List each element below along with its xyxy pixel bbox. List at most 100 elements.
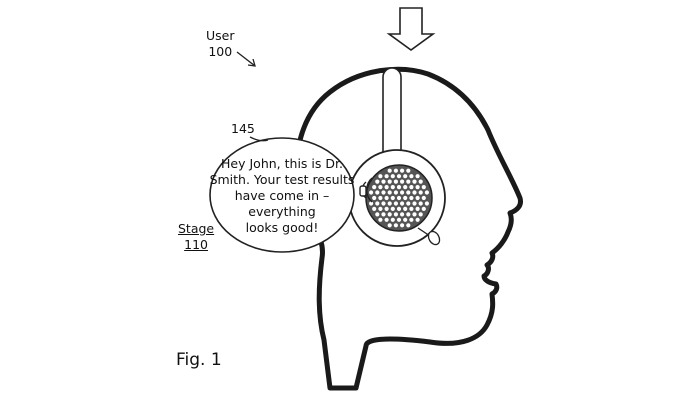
grille-hole [384,185,389,190]
bubble-line: looks good! [245,220,319,235]
grille-hole [378,217,383,222]
grille-hole [396,185,402,190]
grille-hole [409,185,414,190]
grille-hole [412,190,417,195]
grille-hole [378,195,383,201]
grille-hole [375,201,380,206]
grille-hole [396,195,402,201]
grille-hole [412,212,417,217]
grille-hole [415,174,420,179]
grille-hole [415,185,420,190]
grille-hole [406,212,411,217]
grille-hole [418,179,423,184]
grille-hole [403,206,408,211]
grille-hole [375,179,380,184]
grille-hole [400,168,405,173]
grille-hole [381,201,386,206]
grille-hole [375,212,380,217]
sound-wave-icon [359,177,373,203]
grille-hole [424,201,429,206]
grille-hole [378,185,383,190]
bubble-line: everything [248,204,316,219]
grille-hole [378,206,383,211]
grille-hole [393,201,398,206]
grille-hole [400,223,405,228]
grille-hole [381,212,386,217]
grille-hole [406,179,411,184]
grille-hole [387,212,392,217]
grille-hole [424,190,429,195]
grille-hole [421,185,426,190]
down-arrow-icon [386,7,436,51]
grille-hole [409,195,414,201]
bubble-line: Hey John, this is Dr. [221,156,343,171]
grille-hole [381,190,386,195]
grille-hole [406,201,411,206]
grille-hole [412,201,417,206]
bubble-line: have come in – [234,188,330,203]
grille-hole [387,201,392,206]
grille-hole [418,190,423,195]
grille-hole [418,201,423,206]
bubble-reference-number: 145 [231,121,255,136]
bubble-pointer-line [249,136,269,142]
grille-hole [393,168,398,173]
grille-hole [409,217,414,222]
grille-holes [369,168,429,228]
speech-bubble [209,137,355,253]
microphone-icon [417,227,441,246]
grille-hole [387,190,392,195]
user-reference-label: User 100 [206,28,235,60]
grille-hole [406,190,411,195]
grille-hole [400,179,405,184]
grille-hole [396,217,402,222]
stage-label-number: 110 [184,237,208,252]
grille-hole [400,190,405,195]
grille-hole [393,223,398,228]
bubble-line: Smith. Your test results [209,172,355,187]
grille-hole [400,212,405,217]
grille-hole [403,195,408,201]
grille-hole [406,168,411,173]
grille-hole [400,201,405,206]
grille-hole [406,223,411,228]
figure-caption: Fig. 1 [176,350,222,370]
grille-hole [415,217,420,222]
grille-hole [396,174,402,179]
grille-hole [418,212,423,217]
grille-hole [390,206,395,211]
grille-hole [393,179,398,184]
grille-hole [390,185,395,190]
grille-hole [396,206,402,211]
grille-hole [384,217,389,222]
grille-hole [421,195,426,201]
grille-hole [387,179,392,184]
grille-hole [409,206,414,211]
grille-hole [387,223,392,228]
grille-hole [403,185,408,190]
grille-hole [393,190,398,195]
grille-hole [390,174,395,179]
speech-bubble-text: Hey John, this is Dr. Smith. Your test r… [208,156,356,236]
user-pointer-arrow [236,51,256,67]
grille-hole [390,195,395,201]
user-label-word: User [206,28,235,43]
grille-hole [415,206,420,211]
grille-hole [375,190,380,195]
grille-hole [403,174,408,179]
grille-hole [384,195,389,201]
grille-hole [381,179,386,184]
grille-hole [372,195,377,201]
grille-hole [369,201,374,206]
grille-hole [393,212,398,217]
grille-hole [378,174,383,179]
grille-hole [384,206,389,211]
grille-hole [412,179,417,184]
grille-hole [415,195,420,201]
stage-reference-label: Stage 110 [178,221,214,253]
grille-hole [409,174,414,179]
grille-hole [384,174,389,179]
grille-hole [369,190,374,195]
grille-hole [387,168,392,173]
